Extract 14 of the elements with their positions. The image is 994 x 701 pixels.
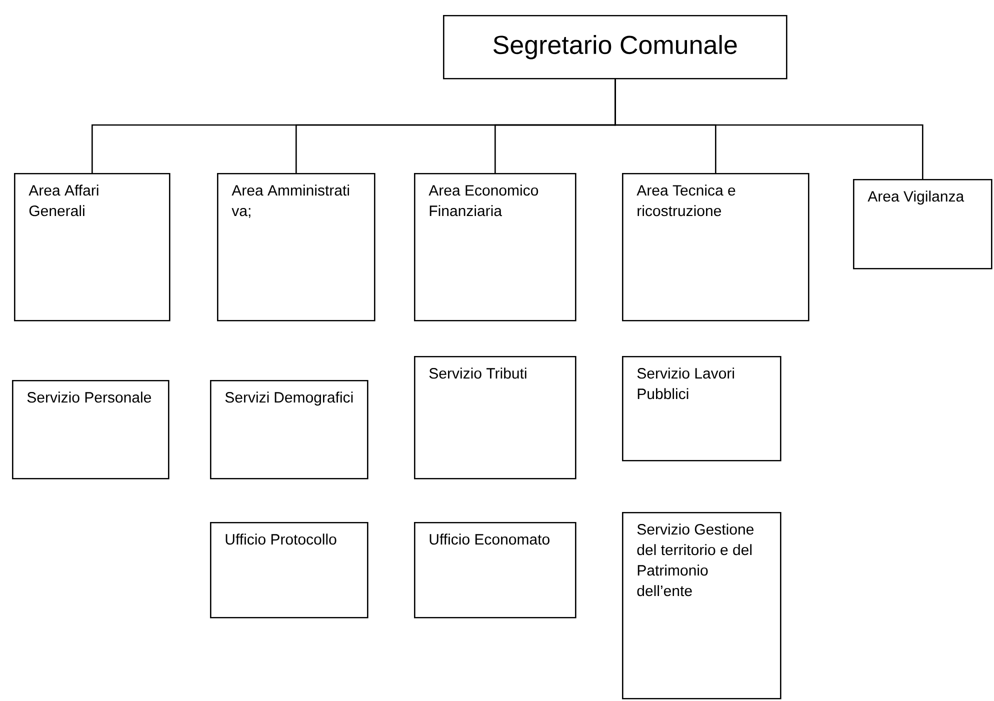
org-box: Area Affari Generali [14,172,170,322]
org-box: Area Amministrati va; [217,172,376,322]
org-box: Area Tecnica e ricostruzione [622,172,810,322]
org-box: Servizio Personale [12,380,170,480]
org-box: Servizi Demografici [210,380,368,480]
org-box: Ufficio Economato [414,522,576,618]
org-box: Area Economico Finanziaria [414,172,576,322]
connector-line [614,79,924,179]
org-box: Area Vigilanza [853,178,992,270]
title-box: Segretario Comunale [443,15,788,80]
org-box: Servizio Gestione del territorio e del Patrimonio dell’ente [622,512,782,700]
org-box: Ufficio Protocollo [210,522,368,618]
org-box: Servizio Lavori Pubblici [622,356,782,462]
org-box: Servizio Tributi [414,356,576,480]
